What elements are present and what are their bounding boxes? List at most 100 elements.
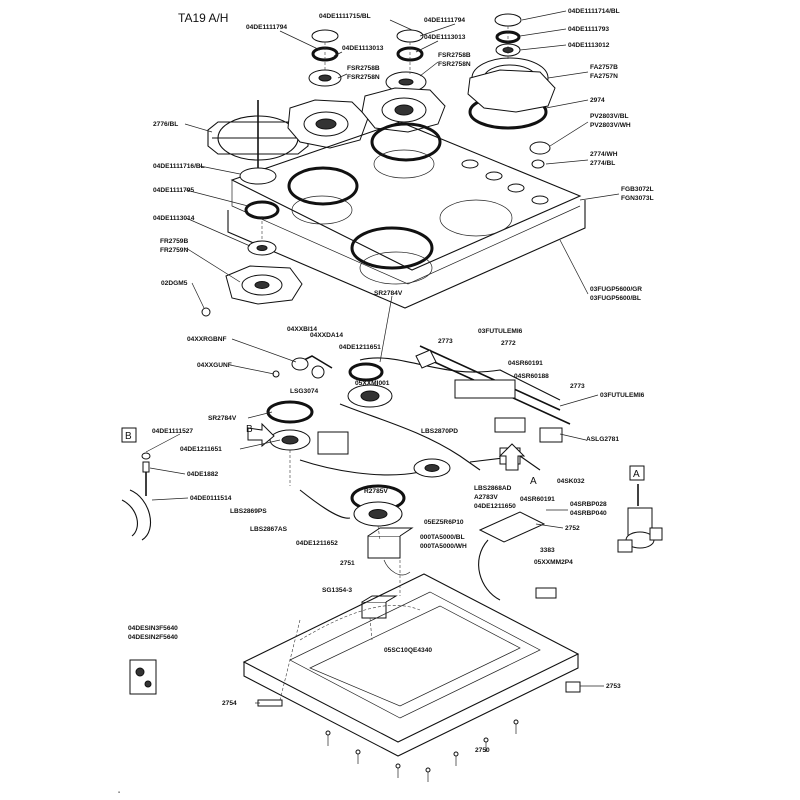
part-label: 03FUTULEMI6 — [600, 392, 645, 399]
part-label: FGN3073L — [621, 195, 654, 202]
part-label: 04SRBP040 — [570, 510, 607, 517]
part-label: 2750 — [475, 747, 490, 754]
burner-heads — [287, 69, 556, 149]
part-label: SG1354-3 — [322, 587, 352, 594]
part-labels: 04DE1111715/BL 04DE1111794 04DE1111794 0… — [128, 8, 654, 754]
part-label: 3383 — [540, 547, 555, 554]
part-label: 04DE1111527 — [152, 428, 193, 435]
clip-part — [565, 681, 581, 693]
part-label: PV2803V/WH — [590, 122, 631, 129]
part-label: 03FUTULEMI6 — [478, 328, 523, 335]
part-label: 2773 — [438, 338, 453, 345]
part-label: FGB3072L — [621, 186, 654, 193]
part-label: 04DE1111795 — [153, 187, 194, 194]
arrow-a-label: A — [530, 476, 537, 487]
part-label: 04DE1113014 — [153, 215, 195, 222]
part-label: 000TA5000/BL — [420, 534, 465, 541]
part-label: 2773 — [570, 383, 585, 390]
pan-support-2776 — [207, 100, 309, 178]
part-label: 04SR60188 — [514, 373, 549, 380]
spark-generator — [367, 527, 414, 576]
control-knob — [529, 141, 551, 155]
part-label: 04DE1111715/BL — [319, 13, 371, 20]
part-label: LBS2868AD — [474, 485, 512, 492]
base-screws — [325, 719, 519, 782]
part-label: 04DE1882 — [187, 471, 218, 478]
part-label: 2752 — [565, 525, 580, 532]
detail-b-box — [121, 427, 137, 443]
part-label: LBS2870PD — [421, 428, 458, 435]
assembly-leader-lines — [261, 26, 509, 701]
part-label: 04DE1111794 — [246, 24, 287, 31]
gas-ramp-assembly — [266, 345, 571, 527]
part-label: SR2784V — [374, 290, 403, 297]
wiring-bracket — [478, 511, 557, 601]
detail-a: A — [617, 465, 663, 553]
part-label: 04DE1211650 — [474, 503, 516, 510]
part-label: 04SRBP028 — [570, 501, 607, 508]
part-label: FSR2758N — [438, 61, 471, 68]
part-label: 04DE1113013 — [342, 45, 384, 52]
part-label: 05XXMI001 — [355, 380, 390, 387]
part-label: 04DESIN2F5640 — [128, 634, 178, 641]
detail-a-box — [629, 465, 645, 481]
part-label: LBS2867AS — [250, 526, 288, 533]
label-leader-lines — [145, 10, 620, 704]
part-label: FA2757N — [590, 73, 618, 80]
burner-cap-large — [494, 13, 522, 27]
part-label: 04DE1113013 — [424, 34, 466, 41]
part-label: 04DE1211651 — [180, 446, 222, 453]
part-label: 2753 — [606, 683, 621, 690]
part-label: 2774/BL — [590, 160, 615, 167]
burner-cap-small-2 — [396, 29, 424, 43]
part-label: FSR2758B — [347, 65, 380, 72]
part-label: 04SR60191 — [508, 360, 543, 367]
part-label: 03FUGP5600/GR — [590, 286, 642, 293]
foot-part — [257, 699, 283, 707]
part-label: 03FUGP5600/BL — [590, 295, 641, 302]
detail-b: B — [121, 427, 151, 541]
part-label: FSR2758N — [347, 74, 380, 81]
part-label: 2974 — [590, 97, 605, 104]
part-label: 05EZ5R6P10 — [424, 519, 464, 526]
part-label: R2785V — [364, 488, 388, 495]
part-label: 04DE1111793 — [568, 26, 609, 33]
part-label: 04SR60191 — [520, 496, 555, 503]
part-label: FA2757B — [590, 64, 618, 71]
part-label: 04DE1111794 — [424, 17, 465, 24]
part-label: 2751 — [340, 560, 355, 567]
arrow-b-label: B — [246, 424, 253, 435]
hob-top-plate — [227, 121, 586, 309]
part-label: A2783V — [474, 494, 498, 501]
part-label: ASLG2781 — [586, 436, 619, 443]
part-label: 2774/WH — [590, 151, 618, 158]
part-label: 04XXRGBNF — [187, 336, 227, 343]
terminal-block — [361, 595, 398, 619]
part-label: 04DE1211651 — [339, 344, 381, 351]
part-label: SR2784V — [208, 415, 237, 422]
part-label: 04DE1211652 — [296, 540, 338, 547]
part-label: 04DE0111514 — [190, 495, 232, 502]
part-label: FR2759N — [160, 247, 188, 254]
part-label: 2776/BL — [153, 121, 178, 128]
detail-b-label: B — [125, 431, 132, 442]
part-label: FSR2758B — [438, 52, 471, 59]
base-tray — [242, 573, 580, 757]
valve-detail — [129, 659, 157, 695]
left-burner-stack — [201, 167, 303, 317]
part-label: 2754 — [222, 700, 237, 707]
part-label: 000TA5000/WH — [420, 543, 467, 550]
part-label: 04XXBI14 — [287, 326, 317, 333]
part-label: 05XXMM2P4 — [534, 559, 573, 566]
part-label: 04DE1111716/BL — [153, 163, 205, 170]
part-label: 04DESIN3F5640 — [128, 625, 178, 632]
part-label: 05SC10QE4340 — [384, 647, 432, 654]
part-label: 04XXDA14 — [310, 332, 343, 339]
part-label: 04DE1111714/BL — [568, 8, 620, 15]
detail-a-label: A — [633, 469, 640, 480]
part-label: PV2803V/BL — [590, 113, 628, 120]
part-label: 04SK032 — [557, 478, 585, 485]
part-label: LBS2869PS — [230, 508, 267, 515]
arrow-b — [247, 422, 275, 448]
